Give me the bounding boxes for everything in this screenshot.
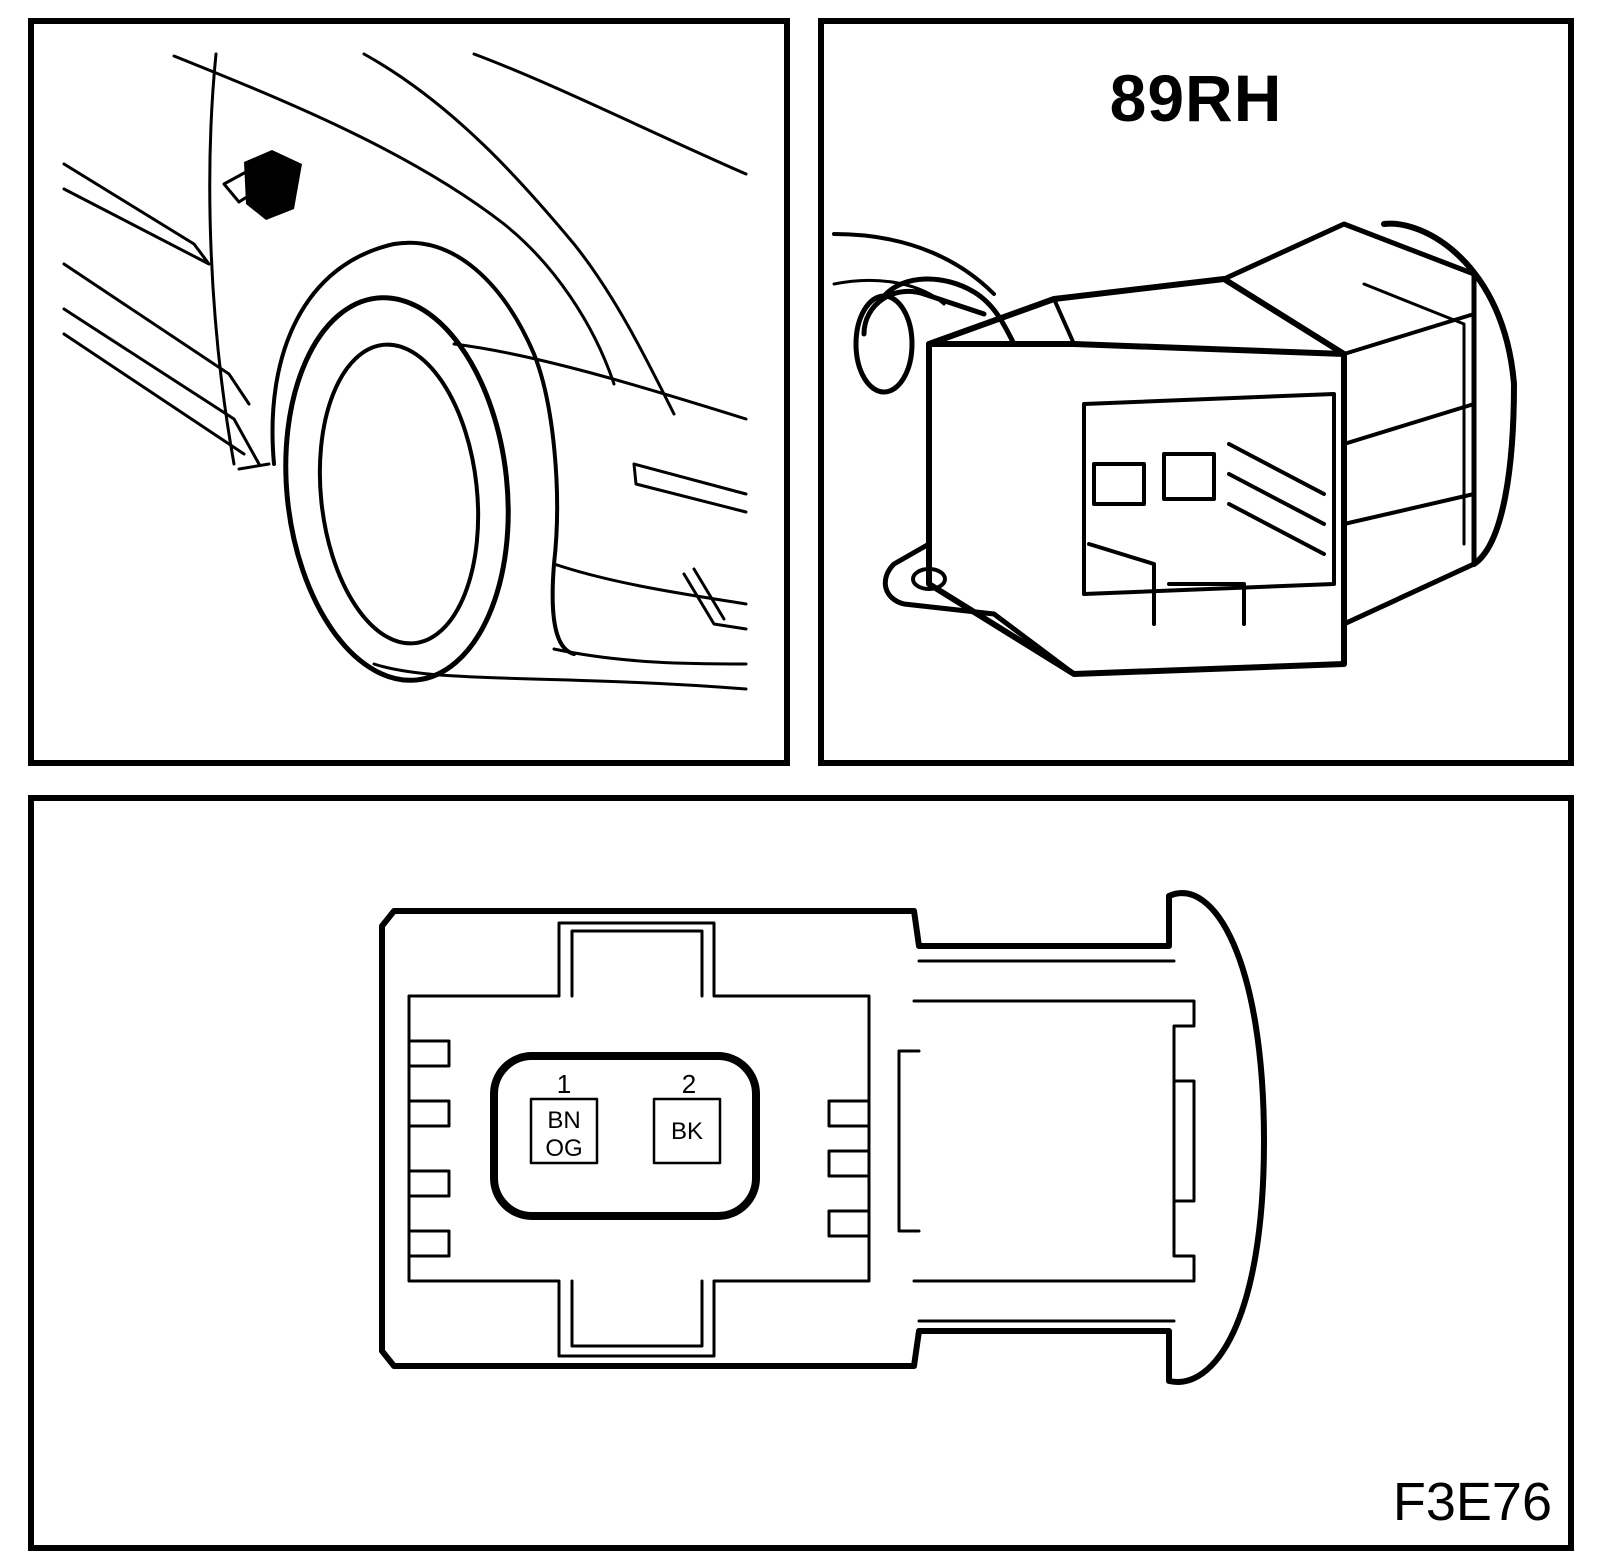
pin-2-wire-color-1: BK: [671, 1118, 703, 1145]
connector-face-diagram: 1 BN OG 2 BK: [379, 890, 1267, 1385]
connector-title: 89RH: [1109, 61, 1283, 135]
figure-code: F3E76: [1392, 1472, 1552, 1532]
connector-3d-illustration: [832, 220, 1517, 677]
pin-2-cavity: [652, 1097, 722, 1165]
connector-housing-outline: [379, 890, 1267, 1385]
pin-1-wire-color-1: BN: [547, 1107, 580, 1134]
pin-1-number: 1: [557, 1069, 571, 1099]
vehicle-location-panel: [28, 18, 790, 766]
pinout-panel: 1 BN OG 2 BK F3E76: [28, 795, 1574, 1551]
connector-location-marker: [244, 150, 302, 220]
pin-1-wire-color-2: OG: [545, 1135, 582, 1162]
mating-cavity: [490, 1052, 760, 1220]
pin-2-number: 2: [682, 1069, 696, 1099]
connector-view-panel: 89RH: [818, 18, 1574, 766]
pin-1-cavity: [529, 1097, 599, 1165]
vehicle-front-illustration: [62, 52, 748, 691]
